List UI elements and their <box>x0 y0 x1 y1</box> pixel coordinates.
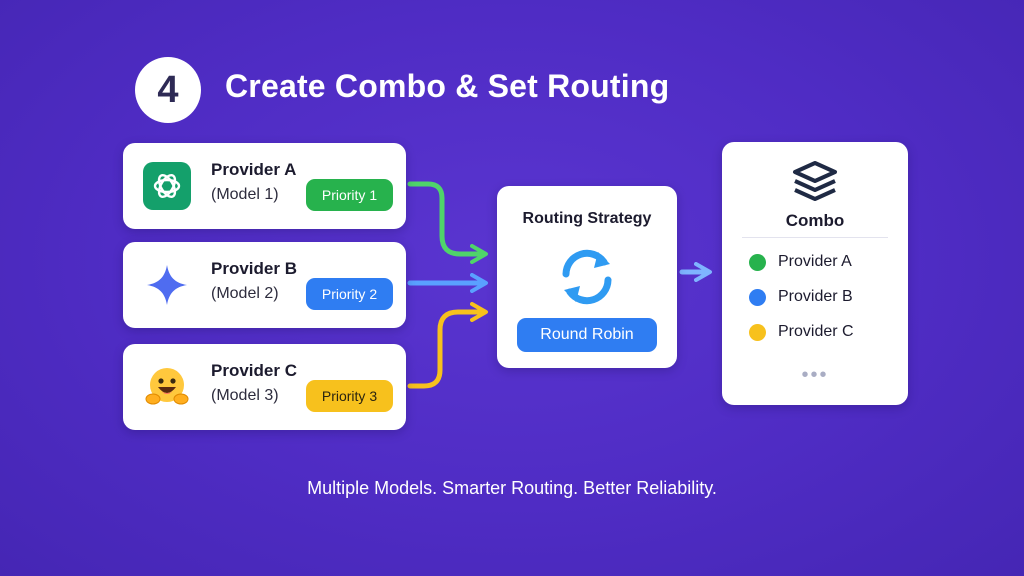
priority-badge: Priority 2 <box>306 278 393 310</box>
combo-card: Combo Provider A Provider B Provider C •… <box>722 142 908 405</box>
provider-model: (Model 3) <box>211 387 279 404</box>
combo-item-provider-c: Provider C <box>749 321 854 343</box>
routing-strategy-title: Routing Strategy <box>522 210 652 227</box>
priority-badge: Priority 3 <box>306 380 393 412</box>
status-dot-yellow <box>749 323 766 341</box>
arrow-provider-c-to-routing <box>407 302 488 389</box>
status-dot-blue <box>749 288 766 306</box>
provider-name: Provider A <box>211 160 297 179</box>
combo-item-provider-a: Provider A <box>749 251 852 273</box>
openai-logo-icon <box>143 162 191 210</box>
combo-divider <box>742 237 888 238</box>
status-dot-green <box>749 253 766 271</box>
gemini-sparkle-icon <box>143 261 191 309</box>
combo-item-provider-b: Provider B <box>749 286 853 308</box>
routing-strategy-card: Routing Strategy Round Robin <box>497 186 677 368</box>
step-number-badge: 4 <box>135 57 201 123</box>
step-number: 4 <box>157 68 179 111</box>
provider-model: (Model 2) <box>211 285 279 302</box>
priority-badge: Priority 1 <box>306 179 393 211</box>
provider-name: Provider B <box>211 259 297 278</box>
combo-item-label: Provider A <box>778 253 852 270</box>
provider-model: (Model 1) <box>211 186 279 203</box>
provider-card-b: Provider B (Model 2) Priority 2 <box>123 242 406 328</box>
round-robin-button[interactable]: Round Robin <box>517 318 657 352</box>
page-title: Create Combo & Set Routing <box>225 68 670 104</box>
combo-title: Combo <box>785 211 845 230</box>
arrow-provider-a-to-routing <box>407 181 488 264</box>
layers-stack-icon <box>788 160 842 206</box>
sync-arrows-icon <box>554 244 620 310</box>
more-ellipsis-icon[interactable]: ••• <box>801 364 829 386</box>
combo-item-label: Provider B <box>778 288 853 305</box>
tagline: Multiple Models. Smarter Routing. Better… <box>307 478 717 498</box>
provider-card-a: Provider A (Model 1) Priority 1 <box>123 143 406 229</box>
provider-card-c: Provider C (Model 3) Priority 3 <box>123 344 406 430</box>
hugging-face-emoji-icon <box>143 363 191 411</box>
provider-name: Provider C <box>211 361 297 380</box>
combo-item-label: Provider C <box>778 323 854 340</box>
